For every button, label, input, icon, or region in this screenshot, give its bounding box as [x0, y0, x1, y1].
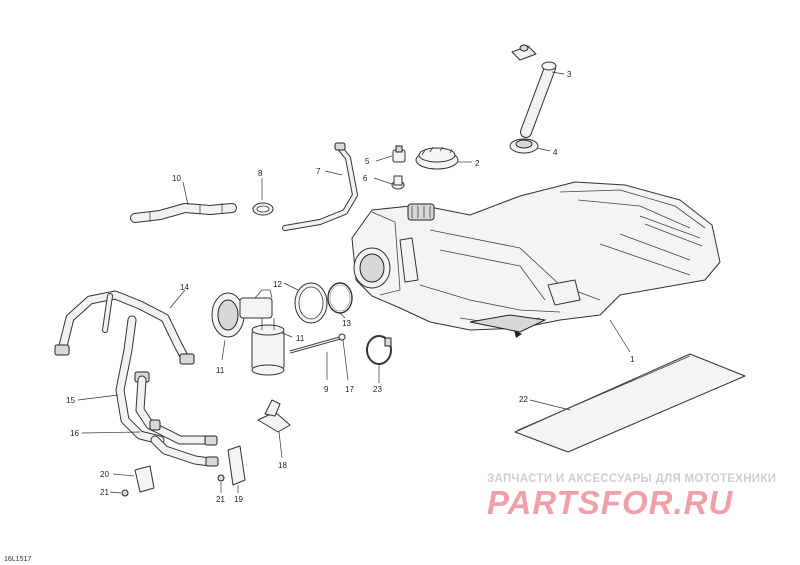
callout-19: 19 — [234, 495, 243, 504]
part-20-clip — [134, 465, 155, 493]
callout-15: 15 — [66, 396, 75, 405]
part-5-vent-valve — [392, 145, 406, 163]
callout-18: 18 — [278, 461, 287, 470]
part-6-nipple — [391, 175, 405, 190]
callout-3: 3 — [567, 70, 572, 79]
watermark-tagline: ЗАПЧАСТИ И АКСЕССУАРЫ ДЛЯ МОТОТЕХНИКИ — [487, 473, 776, 485]
callout-5: 5 — [365, 157, 370, 166]
part-18-bracket — [257, 399, 291, 433]
part-23-clamp — [366, 335, 392, 365]
part-3-filler-hose — [511, 44, 557, 138]
watermark-brand: PARTSFOR.RU — [487, 484, 733, 521]
callout-6: 6 — [363, 174, 368, 183]
part-1-fuel-tank — [351, 181, 721, 333]
part-16-hose — [135, 375, 219, 467]
callout-1: 1 — [630, 355, 635, 364]
part-9-rod — [289, 333, 346, 354]
part-12-gasket — [294, 282, 328, 324]
part-2-fuel-cap — [415, 146, 459, 170]
part-11-fuel-pump — [211, 289, 285, 376]
callout-20: 20 — [100, 470, 109, 479]
callout-10: 10 — [172, 174, 181, 183]
callout-21-left: 21 — [100, 488, 109, 497]
callout-21-right: 21 — [216, 495, 225, 504]
figure-code: 16L1517 — [4, 556, 31, 563]
callout-9: 9 — [324, 385, 329, 394]
callout-11-rod: 11 — [296, 334, 305, 343]
callout-11-pump: 11 — [216, 366, 225, 375]
part-19-clip — [227, 445, 246, 486]
watermark: ЗАПЧАСТИ И АКСЕССУАРЫ ДЛЯ МОТОТЕХНИКИ PA… — [487, 473, 776, 521]
callout-7: 7 — [316, 167, 321, 176]
callout-13: 13 — [342, 319, 351, 328]
callout-14: 14 — [180, 283, 189, 292]
callout-23: 23 — [373, 385, 382, 394]
part-7-vent-hose — [282, 142, 358, 231]
part-21-nut — [121, 474, 225, 497]
callout-22: 22 — [519, 395, 528, 404]
part-10-hose — [130, 203, 237, 223]
part-22-pad — [514, 353, 746, 453]
callout-8: 8 — [258, 169, 263, 178]
part-4-grommet — [509, 138, 539, 154]
part-8-clamp — [252, 202, 274, 216]
leader-lines — [77, 71, 631, 494]
callout-2: 2 — [475, 159, 480, 168]
callout-4: 4 — [553, 148, 558, 157]
arrow-tank-bottom — [514, 330, 522, 338]
callout-12: 12 — [273, 280, 282, 289]
callout-16: 16 — [70, 429, 79, 438]
callout-labels: 1 2 3 4 5 6 7 8 9 10 11 11 12 13 14 15 1… — [66, 70, 635, 504]
part-13-lock-ring — [327, 282, 353, 314]
callout-17: 17 — [345, 385, 354, 394]
part-14-hose — [54, 290, 195, 365]
